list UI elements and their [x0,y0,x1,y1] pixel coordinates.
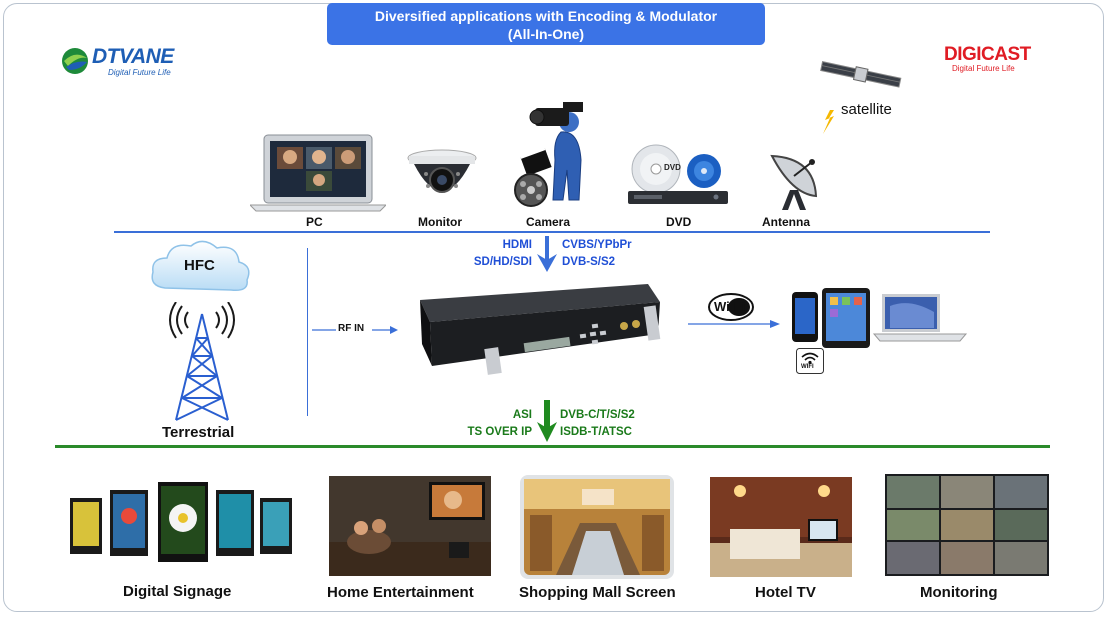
home-entertainment-image [329,476,491,576]
output-bus-line [55,445,1050,448]
dtvane-logo-tagline: Digital Future Life [108,68,171,77]
dvd-label: DVD [666,215,692,229]
camera-operator-icon [514,102,583,207]
output-asi-label: ASI [512,409,532,421]
rf-divider-line [307,248,308,416]
input-bus-line [114,231,990,233]
output-isdb-label: ISDB-T/ATSC [560,426,632,438]
app-home-entertainment-label: Home Entertainment [327,584,474,601]
output-labels-left: ASI TS OVER IP [456,407,532,441]
dtvane-logo-mark-icon [62,48,88,74]
digicast-logo-name: DIGICAST [944,44,1031,65]
hotel-tv-image [710,477,852,577]
terrestrial-tower-icon [169,302,235,421]
wifi-small-label: WIFI [801,364,814,370]
input-arrow-icon [537,236,557,272]
hfc-cloud-icon [151,240,250,292]
rf-in-label: RF IN [338,323,365,334]
dtvane-logo: DTVANE Digital Future Life [60,44,220,84]
satellite-label: satellite [841,101,892,118]
dtvane-logo-name: DTVANE [92,45,174,68]
input-labels-right: CVBS/YPbPr DVB-S/S2 [562,237,632,271]
output-tsip-label: TS OVER IP [467,426,532,438]
title-line-1: Diversified applications with Encoding &… [374,8,718,24]
digicast-logo-tagline: Digital Future Life [952,64,1015,73]
wifi-badge-icon [708,293,754,321]
antenna-label: Antenna [762,215,810,229]
title-line-2: (All-In-One) [507,26,585,42]
camera-label: Camera [526,215,571,229]
rf-in-arrow-icon [312,326,398,334]
wifi-badge-label: Wi Fi [714,299,745,314]
pc-label: PC [306,215,323,229]
input-sdi-label: SD/HD/SDI [473,256,532,268]
hfc-label: HFC [184,257,215,274]
app-digital-signage-label: Digital Signage [123,583,232,600]
input-cvbs-label: CVBS/YPbPr [562,239,632,251]
diagram-title: Diversified applications with Encoding &… [327,3,765,45]
output-arrow-icon [537,400,557,442]
dvd-disc-label: DVD [664,163,681,172]
monitoring-image [885,474,1049,576]
shopping-mall-image [520,475,674,579]
antenna-dish-icon [770,154,818,210]
digicast-logo: DIGICAST Digital Future Life [944,44,1054,84]
dvd-player-icon [628,144,728,204]
monitor-label: Monitor [418,215,462,229]
app-monitoring-label: Monitoring [920,584,998,601]
wifi-arrow-icon [688,320,780,328]
input-labels-left: HDMI SD/HD/SDI [470,237,532,271]
pc-laptop-icon [250,134,386,212]
input-dvbs-label: DVB-S/S2 [562,256,616,268]
satellite-icon [820,61,902,134]
output-labels-right: DVB-C/T/S/S2 ISDB-T/ATSC [560,407,635,441]
input-hdmi-label: HDMI [502,239,532,251]
wifi-small-icon [796,348,824,374]
app-shopping-mall-label: Shopping Mall Screen [519,584,676,601]
dome-camera-icon [407,149,477,193]
mobile-devices-icon [792,288,968,348]
digital-signage-image [70,482,292,562]
app-hotel-tv-label: Hotel TV [755,584,816,601]
encoder-modulator-device-icon [420,284,661,375]
output-dvbc-label: DVB-C/T/S/S2 [560,409,635,421]
terrestrial-label: Terrestrial [162,424,235,441]
